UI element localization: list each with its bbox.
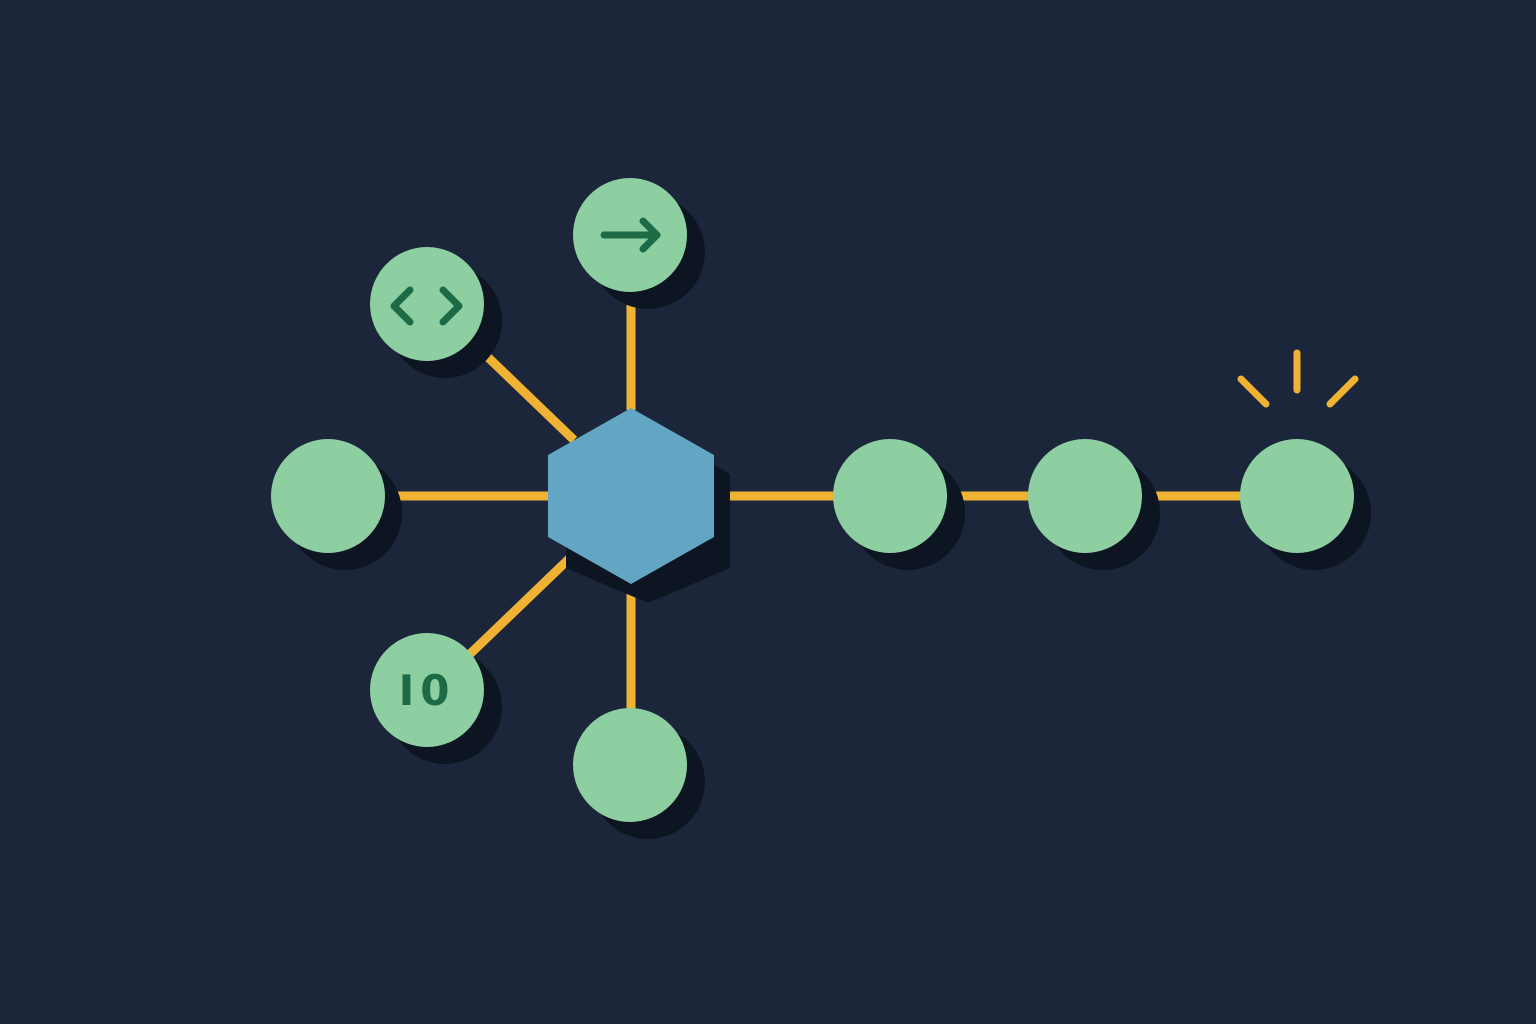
node-left[interactable] xyxy=(271,439,385,553)
edge-hub-binary xyxy=(466,550,578,658)
node-chain-1[interactable] xyxy=(833,439,947,553)
node-chain-2-circle[interactable] xyxy=(1028,439,1142,553)
spark-icon xyxy=(1237,349,1359,408)
code-brackets-icon xyxy=(390,286,463,326)
node-chain-1-circle[interactable] xyxy=(833,439,947,553)
node-code-circle[interactable] xyxy=(370,247,484,361)
binary-io-icon: I0 xyxy=(399,666,456,715)
node-left-circle[interactable] xyxy=(271,439,385,553)
node-code[interactable] xyxy=(370,247,484,361)
node-arrow[interactable] xyxy=(573,178,687,292)
node-chain-end-circle[interactable] xyxy=(1240,439,1354,553)
node-bottom[interactable] xyxy=(573,708,687,822)
node-chain-end[interactable] xyxy=(1240,439,1354,553)
arrow-right-icon xyxy=(600,217,661,253)
hub-hexagon[interactable] xyxy=(548,408,714,584)
node-binary-circle[interactable] xyxy=(370,633,484,747)
node-chain-2[interactable] xyxy=(1028,439,1142,553)
node-bottom-circle[interactable] xyxy=(573,708,687,822)
node-binary[interactable]: I0 xyxy=(370,633,484,747)
